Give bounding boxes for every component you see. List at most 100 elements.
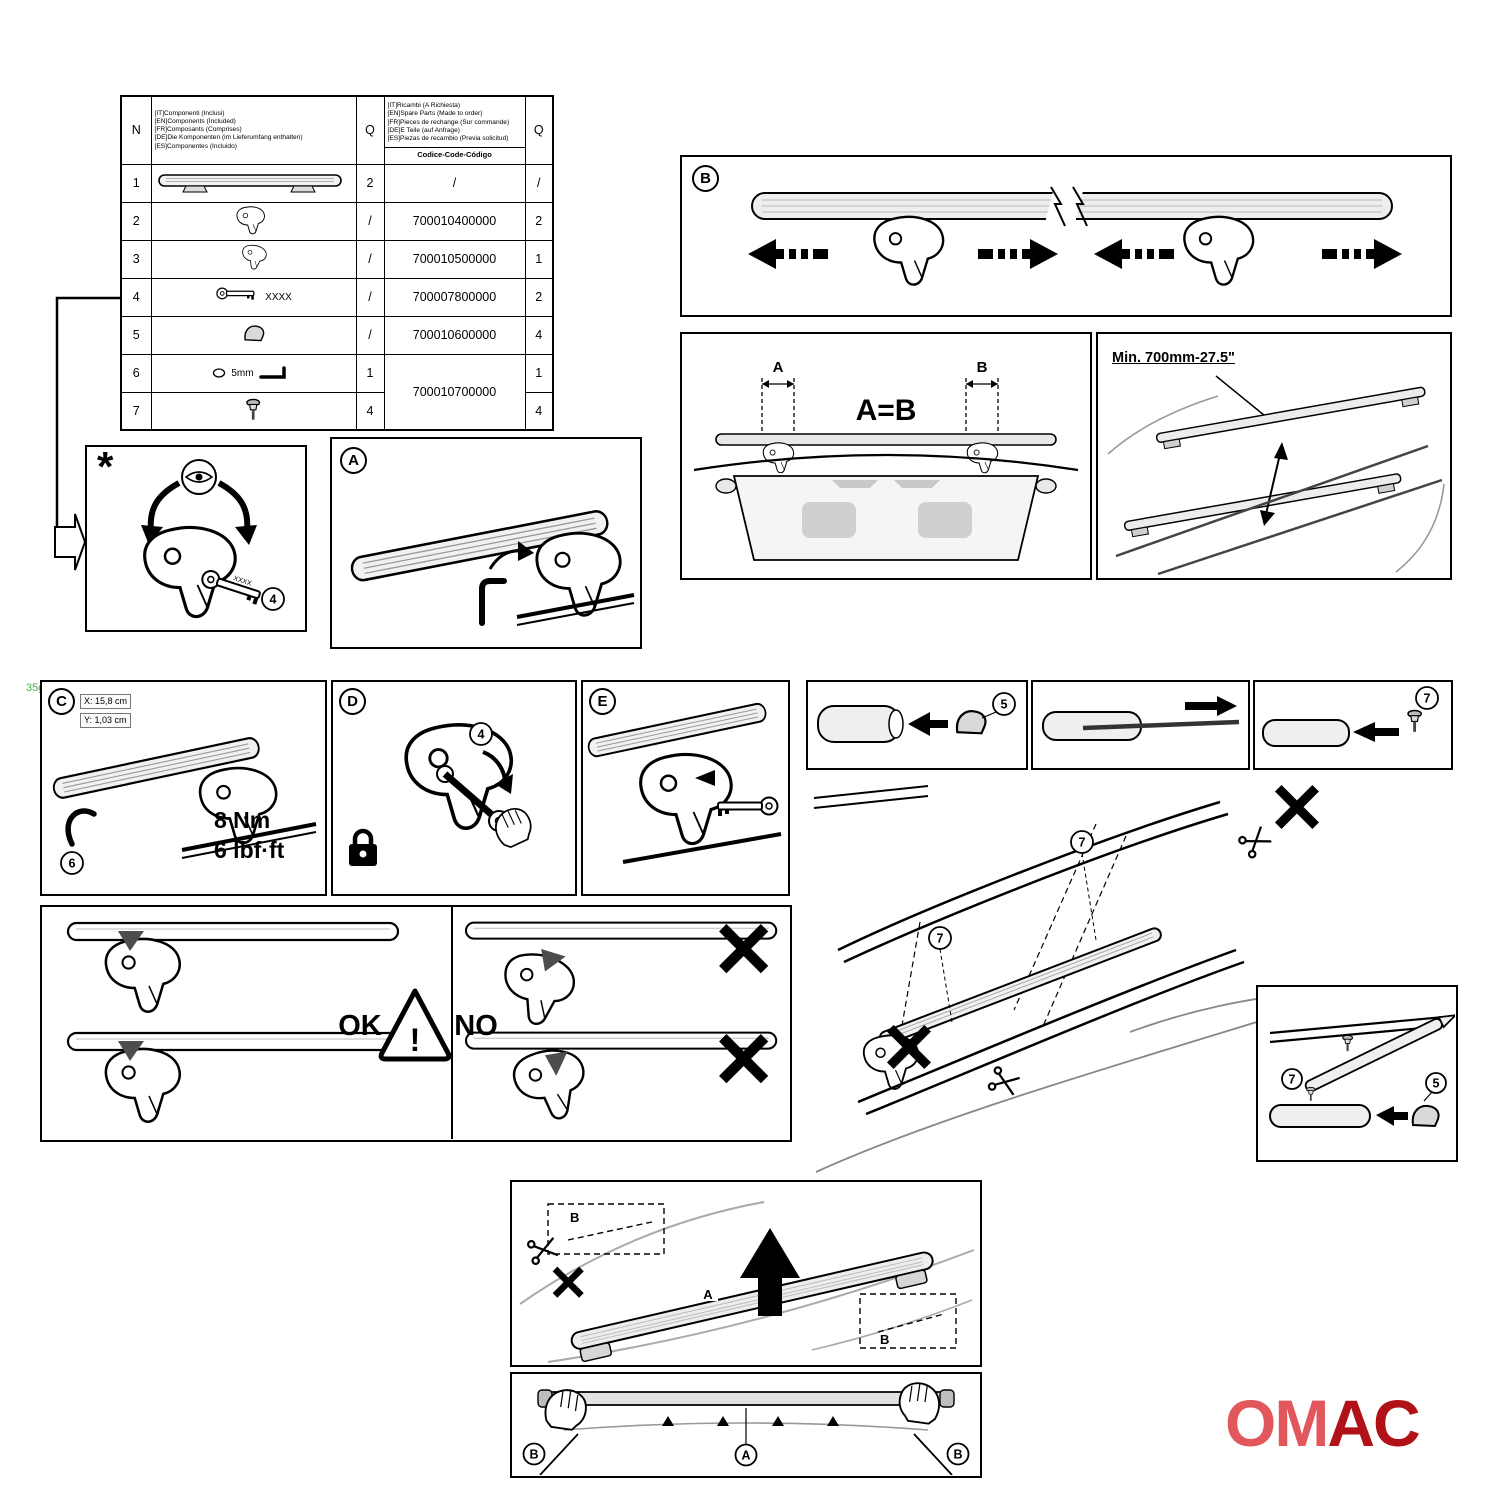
right-arrow — [1322, 239, 1402, 269]
included-line: [FR]Composants (Comprises) — [154, 126, 242, 134]
allen-size-label: 5mm — [231, 367, 254, 379]
clamp-foot — [1183, 215, 1255, 286]
svg-text:6: 6 — [69, 857, 76, 871]
windshield — [732, 475, 1040, 561]
end-cap-illustration: 5 — [817, 692, 1016, 743]
wiper — [894, 480, 940, 488]
bar-end — [1262, 719, 1350, 747]
rear-window-edge — [539, 1433, 953, 1475]
table-row: 2 / 700010400000 2 — [120, 201, 554, 241]
right-arrow — [978, 239, 1058, 269]
roof-rail — [622, 832, 782, 864]
headrest — [802, 502, 856, 538]
rail-cutting-diagram: 7 7 — [813, 772, 1336, 1173]
insert-arrow — [1376, 1106, 1408, 1126]
fixing-pin-part — [1306, 1086, 1316, 1102]
panel-b-foot-sliding: B — [680, 155, 1452, 317]
crossbar — [715, 433, 1057, 446]
panel-letter-a: A — [340, 447, 367, 474]
svg-text:4: 4 — [478, 728, 485, 742]
end-cap-icon — [243, 325, 264, 342]
wrong-mount-bottom — [464, 1031, 778, 1125]
headrest — [918, 502, 972, 538]
scissors-icon — [986, 1065, 1022, 1099]
no-label: NO — [454, 1010, 498, 1042]
qty-included: / — [355, 277, 385, 317]
dim-y-chip: Y: 1,03 cm — [80, 713, 131, 728]
roof-rail — [1157, 478, 1443, 576]
correct-mount-top — [66, 921, 400, 1014]
torque-lbf: 6 lbf·ft — [214, 837, 285, 863]
insert-arrow — [1353, 722, 1399, 742]
clamp-foot — [873, 215, 945, 286]
ghost-position-dashes — [547, 1203, 957, 1349]
panel-e-key-insert: E — [581, 680, 790, 896]
qty-included: 1 — [355, 353, 385, 393]
bar-end — [1269, 1104, 1371, 1128]
car-body-line — [815, 1017, 1271, 1173]
clamp-foot — [143, 525, 237, 619]
part-number: 2 — [120, 201, 152, 241]
spare-code: 700007800000 — [383, 277, 526, 317]
foot-sliding-illustration — [748, 186, 1402, 286]
car-roof-line — [693, 453, 1079, 472]
part-illustration — [150, 239, 357, 279]
part-ref-4: 4 — [469, 722, 493, 746]
part-ref-7: 7 — [1070, 830, 1097, 941]
bar-end-cap — [939, 1389, 955, 1408]
crossbar-rear — [1123, 473, 1402, 538]
dim-x-chip: X: 15,8 cm — [80, 694, 132, 709]
key-rotation-illustration: XXXX 4 — [141, 459, 285, 619]
dim-label-a: A — [773, 359, 784, 376]
panel-letter-c: C — [48, 688, 75, 715]
key-icon — [216, 287, 255, 301]
label-a: A — [703, 1287, 713, 1302]
col-header-spares: [IT]Ricambi (A Richiesta) [EN]Spare Part… — [383, 95, 526, 165]
qty-spare: 2 — [524, 201, 554, 241]
tension-rod — [1082, 719, 1240, 731]
part-ref-7: 7 — [928, 926, 953, 1023]
included-line: [ES]Componentes (Incluido) — [154, 142, 237, 150]
clamp-foot-icon — [235, 206, 265, 235]
press-points — [662, 1416, 839, 1426]
side-mirror — [1035, 478, 1057, 494]
panel-end-cap: 5 — [806, 680, 1028, 770]
asterisk-label: * — [97, 443, 114, 490]
panel-letter-e: E — [589, 688, 616, 715]
rail-front-edge — [813, 785, 929, 809]
part-ref-7: 7 — [1415, 686, 1439, 710]
warning-mark: ! — [410, 1022, 421, 1058]
panel-equal-spacing: A B A=B — [680, 332, 1092, 580]
panel-d-lock: D 4 — [331, 680, 577, 896]
roof-rail — [181, 822, 317, 852]
pull-arrow — [1185, 696, 1237, 716]
pin-cap-detail-illustration: 7 5 — [1269, 1013, 1455, 1128]
turn-arrow — [488, 541, 534, 570]
svg-text:B: B — [529, 1448, 538, 1462]
left-arrow — [748, 239, 828, 269]
logo-ac: AC — [1327, 1386, 1420, 1460]
side-mirror — [715, 478, 737, 494]
col-header-q-spares: Q — [524, 95, 554, 165]
qty-included: / — [355, 201, 385, 241]
press-down-illustration: A B B — [522, 1379, 970, 1475]
included-line: [IT]Componenti (Inclusi) — [154, 109, 225, 117]
svg-text:B: B — [953, 1448, 962, 1462]
ok-no-illustration: ! OK NO — [66, 907, 778, 1139]
break-symbol — [1044, 186, 1088, 227]
table-row: 6 5mm 1 700010700000 1 — [120, 353, 554, 431]
car-body-line — [1107, 395, 1219, 455]
table-row: 1 2 / / — [120, 163, 554, 203]
label-b-bottom: B — [880, 1332, 889, 1347]
code-label: Codice-Code-Código — [384, 147, 525, 160]
ok-label: OK — [338, 1010, 382, 1042]
bolt-head-icon — [213, 368, 226, 378]
crossbar — [545, 1391, 947, 1406]
part-number: 5 — [120, 315, 152, 355]
part-illustration: XXXX — [150, 277, 357, 317]
col-header-included: [IT]Componenti (Inclusi) [EN]Components … — [150, 95, 357, 165]
torque-nm: 8 Nm — [214, 807, 271, 833]
table-to-panel-connector — [54, 296, 120, 571]
part-illustration — [150, 163, 357, 203]
spares-line: [FR]Pieces de rechange (Sur commande) — [387, 118, 510, 126]
